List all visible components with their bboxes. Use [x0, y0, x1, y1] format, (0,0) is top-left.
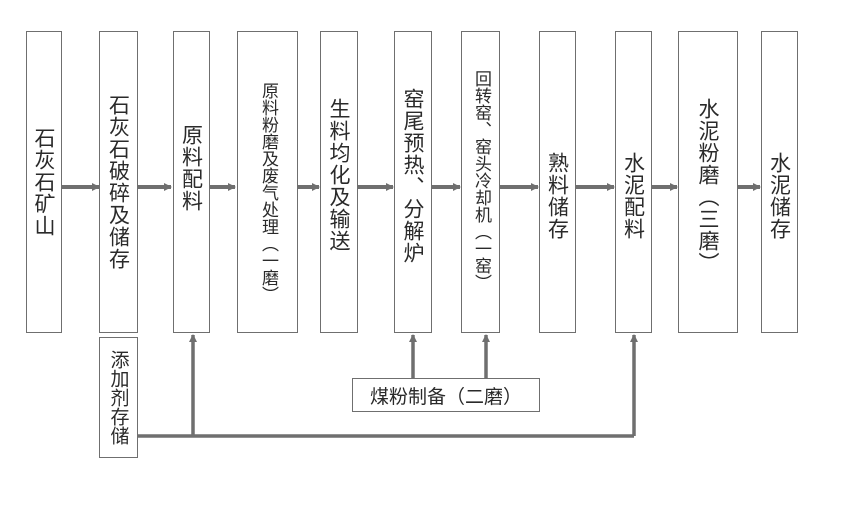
step-limestone-crushing-storage: 石灰石破碎及储存 [99, 31, 138, 333]
step-raw-meal-homogenization: 生料均化及输送 [320, 31, 358, 333]
step-label: 生料均化及输送 [327, 98, 351, 252]
step-raw-mill-exhaust-treatment: 原料粉磨及废气处理（一磨） [237, 31, 298, 333]
step-label: 石灰石破碎及储存 [106, 94, 131, 270]
step-rotary-kiln-cooler: 回转窑、窑头冷却机（一窑） [461, 31, 500, 333]
additive-storage-box: 添加剂存储 [99, 337, 138, 458]
step-label: 熟料储存 [545, 152, 570, 240]
step-preheater-calciner: 窑尾预热、分解炉 [394, 31, 432, 333]
step-label: 窑尾预热、分解炉 [401, 88, 425, 264]
step-label: 原料粉磨及废气处理（一磨） [258, 82, 278, 303]
step-cement-batching: 水泥配料 [615, 31, 652, 333]
step-limestone-quarry: 石灰石矿山 [26, 31, 62, 333]
step-label: 石灰石矿山 [32, 127, 56, 237]
step-cement-grinding: 水泥粉磨（三磨） [678, 31, 738, 333]
coal-prep-label: 煤粉制备（二磨） [369, 385, 522, 408]
step-label: 水泥粉磨（三磨） [696, 98, 720, 274]
additive-storage-label: 添加剂存储 [107, 350, 130, 445]
step-cement-storage: 水泥储存 [761, 31, 798, 333]
coal-prep-box: 煤粉制备（二磨） [352, 378, 540, 412]
step-label: 原料配料 [179, 124, 204, 212]
step-raw-material-batching: 原料配料 [173, 31, 210, 333]
step-label: 水泥储存 [767, 152, 792, 240]
step-label: 回转窑、窑头冷却机（一窑） [471, 70, 491, 291]
step-label: 水泥配料 [621, 152, 646, 240]
step-clinker-storage: 熟料储存 [539, 31, 576, 333]
